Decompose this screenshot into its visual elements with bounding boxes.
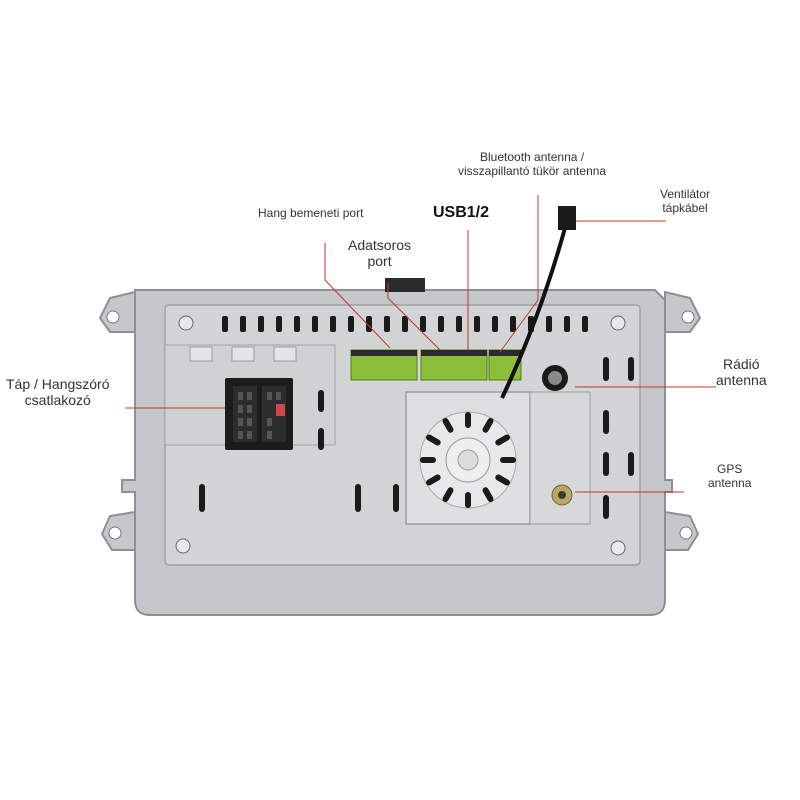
- label-fan-line2: tápkábel: [662, 201, 708, 215]
- lower-ribs: [199, 390, 399, 512]
- leader-bluetooth: [499, 195, 539, 353]
- label-audio-input: Hang bemeneti port: [258, 206, 364, 220]
- mount-hole-left-bottom: [108, 526, 122, 540]
- fan-cable: [500, 227, 567, 399]
- radio-antenna-socket: [542, 365, 568, 391]
- mount-ear-left-top: [98, 290, 136, 333]
- fan-cable-plug: [558, 206, 576, 230]
- top-tab: [385, 278, 425, 292]
- right-ribs: [603, 357, 634, 519]
- label-fan: Ventilátor tápkábel: [660, 187, 710, 215]
- label-power-speaker: Táp / Hangszóró csatlakozó: [6, 376, 110, 408]
- gps-antenna-socket: [551, 484, 573, 506]
- label-serial-port: Adatsoros port: [348, 237, 411, 269]
- mount-hole-right-bottom: [679, 526, 693, 540]
- label-fan-line1: Ventilátor: [660, 187, 711, 201]
- label-serial-port-line1: Adatsoros: [348, 237, 412, 253]
- label-bluetooth-line1: Bluetooth antenna /: [480, 150, 585, 164]
- label-radio-antenna: Rádió antenna: [716, 356, 767, 388]
- label-usb: USB1/2: [433, 204, 490, 221]
- leader-lines: [125, 195, 716, 493]
- mount-hole-right-top: [681, 310, 695, 324]
- label-power-speaker-line1: Táp / Hangszóró: [6, 376, 110, 392]
- label-serial-port-line2: port: [367, 253, 392, 269]
- leader-serial-port: [387, 283, 441, 351]
- label-gps-antenna: GPS antenna: [708, 462, 751, 490]
- power-speaker-connector: [225, 378, 293, 450]
- label-bluetooth-line2: visszapillantó tükör antenna: [458, 164, 607, 178]
- label-radio-line2: antenna: [716, 372, 767, 388]
- leader-audio-input: [324, 243, 391, 349]
- mount-ear-right-top: [664, 290, 702, 333]
- green-connectors: [350, 349, 522, 381]
- mount-hole-left-top: [106, 310, 120, 324]
- fan-grille: [419, 411, 517, 509]
- label-radio-line1: Rádió: [723, 356, 760, 372]
- label-gps-line2: antenna: [708, 476, 752, 490]
- label-bluetooth: Bluetooth antenna / visszapillantó tükör…: [458, 150, 606, 178]
- label-power-speaker-line2: csatlakozó: [24, 392, 91, 408]
- label-gps-line1: GPS: [717, 462, 743, 476]
- vent-row-top: [222, 316, 588, 332]
